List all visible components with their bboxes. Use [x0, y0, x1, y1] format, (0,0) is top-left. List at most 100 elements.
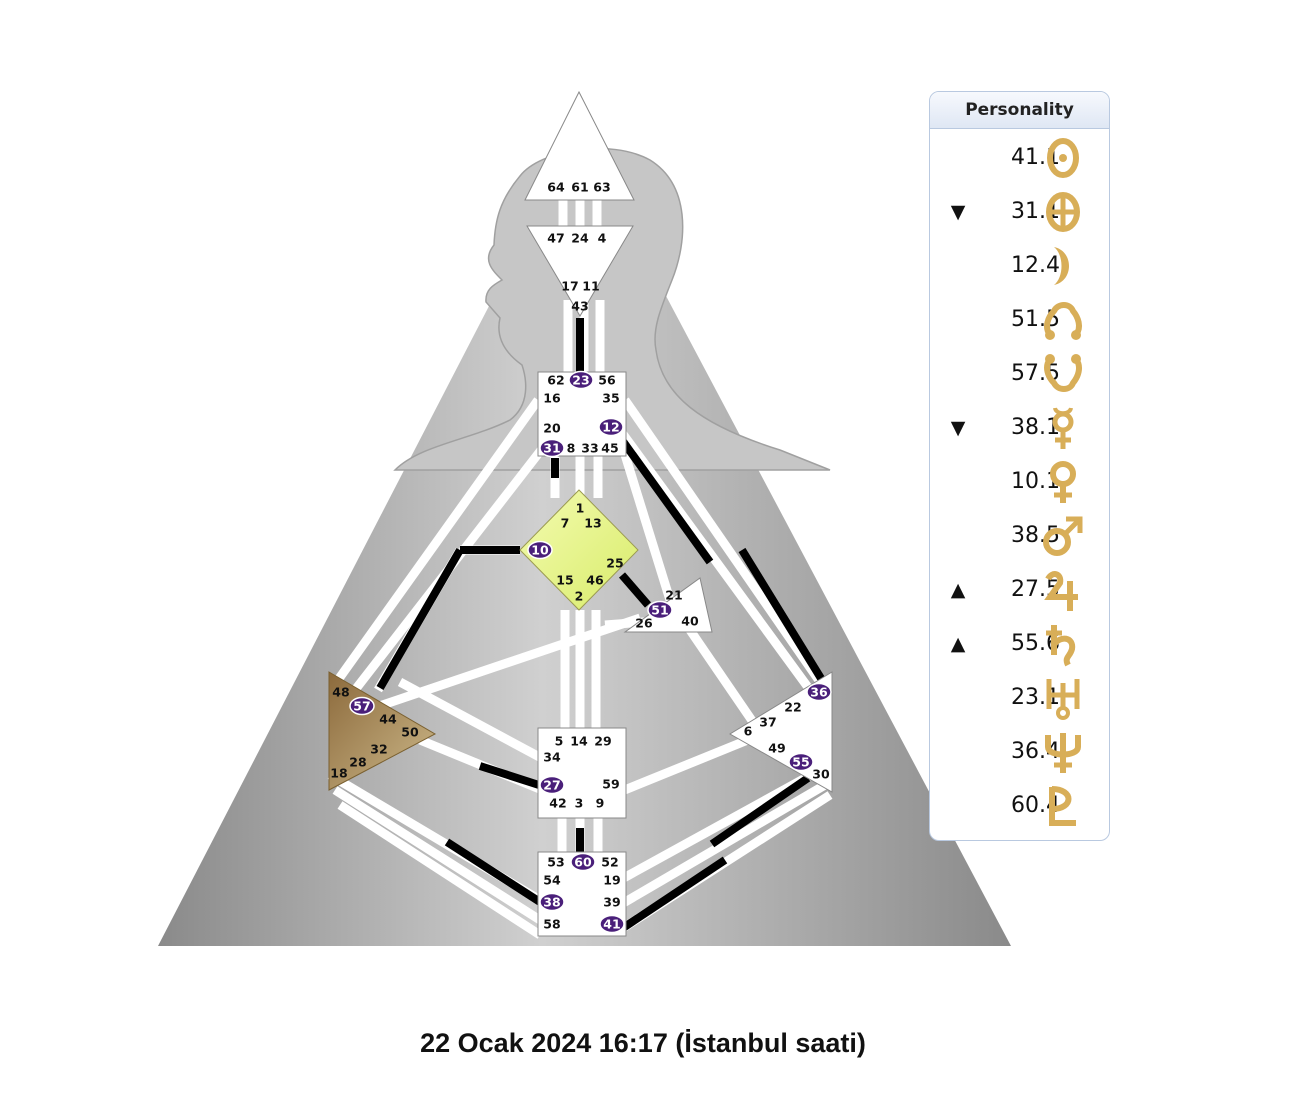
gate-number: 59: [602, 777, 619, 792]
personality-row: ▼ 38.1: [930, 401, 1109, 455]
gate-number: 49: [768, 741, 785, 756]
personality-row: 12.4: [930, 239, 1109, 293]
gate-badge: [599, 914, 625, 934]
panel-title: Personality: [930, 92, 1109, 129]
gate-badge: [788, 752, 814, 772]
gate-number: 63: [593, 180, 610, 195]
gate-number: 43: [571, 299, 588, 314]
personality-row: 36.4: [930, 725, 1109, 779]
arrow-up-icon: ▲: [950, 579, 966, 601]
gate-number: 52: [601, 855, 618, 870]
venus-icon: [1050, 461, 1076, 503]
personality-row: 23.1: [930, 671, 1109, 725]
gate-number: 64: [547, 180, 565, 195]
gate-number: 16: [543, 391, 561, 406]
personality-row: 60.4: [930, 779, 1109, 833]
gate-number: 22: [784, 700, 801, 715]
gate-number: 55: [792, 755, 809, 770]
personality-row: 10.1: [930, 455, 1109, 509]
pluto-icon: [1049, 786, 1076, 826]
gate-number: 11: [582, 279, 599, 294]
neptune-icon: [1045, 733, 1081, 773]
gate-number: 50: [401, 725, 419, 740]
gate-number: 18: [330, 766, 347, 781]
head-silhouette: [393, 147, 831, 471]
gate-number: 15: [556, 573, 573, 588]
south-node-icon: [1044, 354, 1082, 392]
gate-number: 62: [547, 373, 564, 388]
gate-number: 35: [602, 391, 619, 406]
north-node-icon: [1044, 302, 1082, 340]
personality-row: 57.5: [930, 347, 1109, 401]
gate-number: 51: [651, 603, 668, 618]
gate-number: 41: [603, 917, 620, 932]
gate-number: 25: [606, 556, 623, 571]
mercury-icon: [1052, 407, 1074, 449]
gate-number: 53: [547, 855, 564, 870]
g-center: [519, 489, 639, 611]
defined-channels: [376, 318, 826, 934]
gate-line-value: 12.4: [1011, 253, 1060, 278]
sun-icon: [1047, 138, 1079, 178]
chart-caption: 22 Ocak 2024 16:17 (İstanbul saati): [420, 1028, 866, 1058]
gate-number: 12: [602, 420, 619, 435]
gate-number: 60: [574, 855, 592, 870]
gate-number: 7: [561, 516, 570, 531]
gate-number: 5: [555, 734, 564, 749]
gate-number: 26: [635, 616, 653, 631]
gate-number: 33: [581, 441, 598, 456]
personality-row: ▼31.1: [930, 185, 1109, 239]
personality-row: 38.5: [930, 509, 1109, 563]
gate-number: 58: [543, 917, 560, 932]
gate-number: 4: [598, 231, 607, 246]
gate-number: 32: [370, 742, 387, 757]
arrow-down-icon: ▼: [950, 417, 966, 439]
gate-number: 47: [547, 231, 564, 246]
gate-number: 14: [570, 734, 588, 749]
gate-number: 10: [531, 543, 549, 558]
gate-number: 34: [543, 750, 561, 765]
gate-number: 19: [603, 873, 620, 888]
gate-number: 46: [586, 573, 604, 588]
gate-number: 17: [561, 279, 578, 294]
gate-number: 23: [572, 373, 589, 388]
gate-number: 61: [571, 180, 588, 195]
gate-number: 36: [810, 685, 828, 700]
gate-number: 40: [681, 614, 699, 629]
personality-row: 41.1: [930, 131, 1109, 185]
gate-number: 42: [549, 796, 566, 811]
gate-number: 20: [543, 421, 561, 436]
gate-number: 8: [567, 441, 576, 456]
gate-badge: [598, 417, 624, 437]
gate-number: 24: [571, 231, 589, 246]
uranus-icon: [1046, 679, 1080, 720]
gate-badge: [349, 696, 375, 716]
gate-number: 30: [812, 767, 830, 782]
arrow-up-icon: ▲: [950, 633, 966, 655]
gate-number: 3: [575, 796, 584, 811]
gate-number: 45: [601, 441, 618, 456]
arrow-down-icon: ▼: [950, 201, 966, 223]
gate-number: 57: [353, 699, 370, 714]
ajna-center: [526, 225, 634, 317]
gate-number: 21: [665, 588, 682, 603]
gate-number: 28: [349, 755, 366, 770]
gate-number: 27: [543, 778, 560, 793]
gate-badge: [539, 775, 565, 795]
gate-line-value: 38.1: [1011, 415, 1060, 440]
gate-number: 39: [603, 895, 620, 910]
gate-badge: [527, 540, 553, 560]
gate-badge: [539, 892, 565, 912]
gate-number: 9: [596, 796, 605, 811]
moon-icon: [1054, 247, 1069, 285]
gate-number: 2: [575, 589, 584, 604]
saturn-icon: [1046, 625, 1076, 667]
gate-number: 44: [379, 712, 397, 727]
gate-number: 1: [576, 501, 585, 516]
personality-row: 51.5: [930, 293, 1109, 347]
gate-number: 48: [332, 685, 349, 700]
earth-icon: [1046, 192, 1080, 232]
